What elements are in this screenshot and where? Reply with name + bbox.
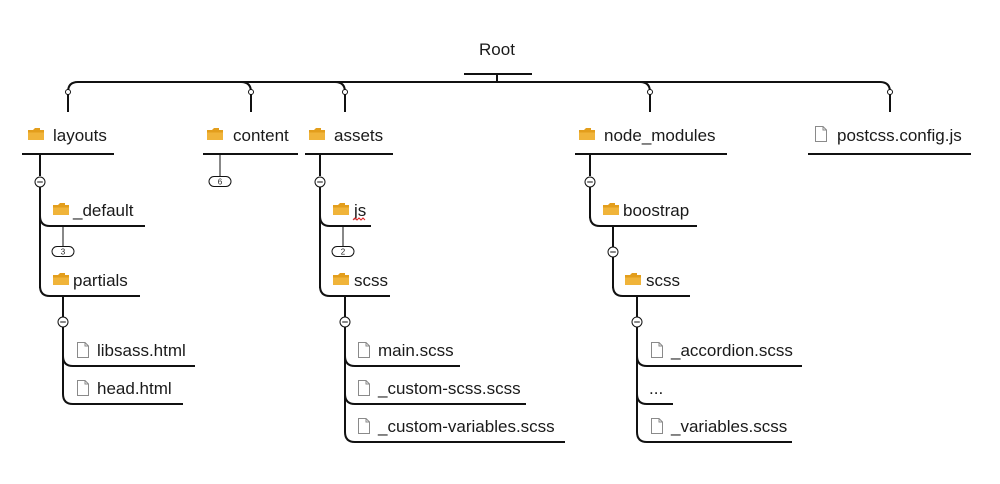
file-icon [358, 418, 370, 434]
collapsed-count-badge[interactable]: 6 [208, 176, 232, 187]
file-icon [77, 380, 89, 396]
collapsed-count-badge[interactable]: 2 [331, 246, 355, 257]
file-icon [815, 126, 827, 142]
branch-head [62, 393, 183, 405]
branch-default [39, 215, 145, 227]
count-label: 3 [61, 248, 66, 257]
file-icon [651, 342, 663, 358]
folder-icon [603, 203, 619, 215]
root-branch-bus [67, 81, 891, 93]
file-icon [77, 342, 89, 358]
folder-icon [625, 273, 641, 285]
node-libsass[interactable]: libsass.html [77, 341, 186, 360]
branch-custom-scss [344, 393, 526, 405]
count-label: 2 [341, 248, 346, 257]
node-label: libsass.html [97, 341, 186, 360]
node-custom-variables[interactable]: _custom-variables.scss [358, 417, 555, 436]
node-accordion[interactable]: _accordion.scss [651, 341, 793, 360]
branch-main-scss [344, 355, 460, 367]
branch-ellipsis [636, 393, 673, 405]
collapse-toggle-icon[interactable] [607, 246, 619, 258]
node-js[interactable]: js [333, 201, 366, 221]
node-scss[interactable]: scss [333, 271, 388, 290]
connector-dot [248, 89, 254, 95]
spellcheck-underline [352, 217, 366, 221]
node-label: ... [649, 379, 663, 398]
collapse-toggle-icon[interactable] [314, 176, 326, 188]
folder-icon [28, 128, 44, 140]
node-layouts[interactable]: layouts [22, 126, 114, 155]
node-head[interactable]: head.html [77, 379, 172, 398]
node-variables[interactable]: _variables.scss [651, 417, 788, 436]
node-assets[interactable]: assets [305, 126, 393, 155]
node-boostrap-scss[interactable]: scss [625, 271, 680, 290]
connector-dot [342, 89, 348, 95]
collapse-toggle-icon[interactable] [34, 176, 46, 188]
node-label: scss [354, 271, 388, 290]
branch-scss [319, 285, 390, 297]
node-label: _accordion.scss [670, 341, 793, 360]
node-label: partials [73, 271, 128, 290]
folder-icon [309, 128, 325, 140]
node-partials[interactable]: partials [53, 271, 128, 290]
node-label: _custom-scss.scss [377, 379, 521, 398]
node-label: postcss.config.js [837, 126, 962, 145]
file-icon [358, 380, 370, 396]
collapse-toggle-icon[interactable] [57, 316, 69, 328]
node-label: head.html [97, 379, 172, 398]
node-label: content [233, 126, 289, 145]
folder-icon [53, 273, 69, 285]
node-label: scss [646, 271, 680, 290]
node-node-modules[interactable]: node_modules [575, 126, 727, 155]
connector-dot [65, 89, 71, 95]
node-boostrap[interactable]: boostrap [603, 201, 689, 220]
node-label: _custom-variables.scss [377, 417, 555, 436]
folder-icon [207, 128, 223, 140]
branch-libsass [62, 355, 195, 367]
connector-dot [887, 89, 893, 95]
node-label: layouts [53, 126, 107, 145]
node-label: node_modules [604, 126, 716, 145]
count-label: 6 [218, 178, 223, 187]
node-default[interactable]: _default [53, 201, 134, 220]
branch-partials [39, 285, 140, 297]
branch-js [319, 215, 371, 227]
branch-accordion [636, 355, 802, 367]
connector-dot [647, 89, 653, 95]
node-label: boostrap [623, 201, 689, 220]
node-label: js [353, 201, 366, 220]
branch-boostrap [589, 215, 697, 227]
node-content[interactable]: content [203, 126, 298, 155]
folder-icon [53, 203, 69, 215]
file-icon [651, 418, 663, 434]
node-label: _default [72, 201, 134, 220]
node-custom-scss[interactable]: _custom-scss.scss [358, 379, 521, 398]
node-main-scss[interactable]: main.scss [358, 341, 454, 360]
branch-boostrap-scss [612, 285, 690, 297]
root-label: Root [479, 40, 515, 59]
node-label: main.scss [378, 341, 454, 360]
folder-icon [579, 128, 595, 140]
node-ellipsis[interactable]: ... [649, 379, 663, 398]
node-postcss[interactable]: postcss.config.js [808, 126, 971, 155]
folder-icon [333, 273, 349, 285]
collapse-toggle-icon[interactable] [339, 316, 351, 328]
branch-variables [636, 431, 792, 443]
node-label: assets [334, 126, 383, 145]
file-icon [358, 342, 370, 358]
branch-custom-variables [344, 431, 565, 443]
collapse-toggle-icon[interactable] [584, 176, 596, 188]
collapse-toggle-icon[interactable] [631, 316, 643, 328]
root-node[interactable]: Root [464, 40, 532, 75]
node-label: _variables.scss [670, 417, 787, 436]
collapsed-count-badge[interactable]: 3 [51, 246, 75, 257]
folder-icon [333, 203, 349, 215]
